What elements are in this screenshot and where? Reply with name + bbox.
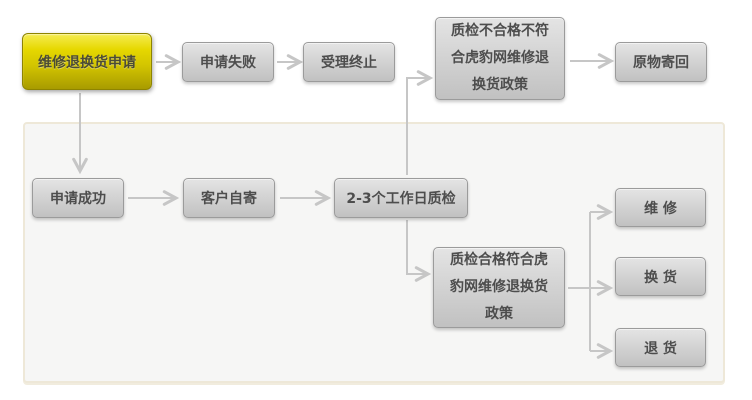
node-return-original-item: 原物寄回	[615, 42, 707, 82]
qc-passed-line-3: 政策	[485, 306, 513, 322]
node-qc-failed-policy: 质检不合格不符 合虎豹网维修退 换货政策	[435, 17, 565, 100]
node-application-success: 申请成功	[32, 178, 124, 218]
node-processing-terminated: 受理终止	[303, 42, 395, 82]
node-customer-self-ship: 客户自寄	[183, 178, 275, 218]
node-refund: 退 货	[615, 328, 706, 367]
qc-failed-line-2: 合虎豹网维修退	[451, 50, 549, 66]
qc-passed-line-2: 豹网维修退换货	[450, 279, 548, 295]
node-exchange: 换 货	[615, 257, 706, 296]
node-qc-2-3-working-days: 2-3个工作日质检	[334, 178, 468, 218]
qc-passed-line-1: 质检合格符合虎	[450, 252, 548, 268]
flow-panel	[23, 122, 725, 383]
qc-failed-line-3: 换货政策	[472, 77, 528, 93]
node-qc-passed-policy: 质检合格符合虎 豹网维修退换货 政策	[433, 247, 565, 328]
node-repair: 维 修	[615, 188, 706, 227]
arrow-qcdays-to-qcfail	[406, 70, 434, 175]
arrow-qcdays-to-qcpass	[406, 220, 432, 282]
node-application-failed: 申请失败	[182, 42, 274, 82]
node-repair-return-application: 维修退换货申请	[22, 33, 152, 90]
qc-failed-line-1: 质检不合格不符	[451, 23, 549, 39]
